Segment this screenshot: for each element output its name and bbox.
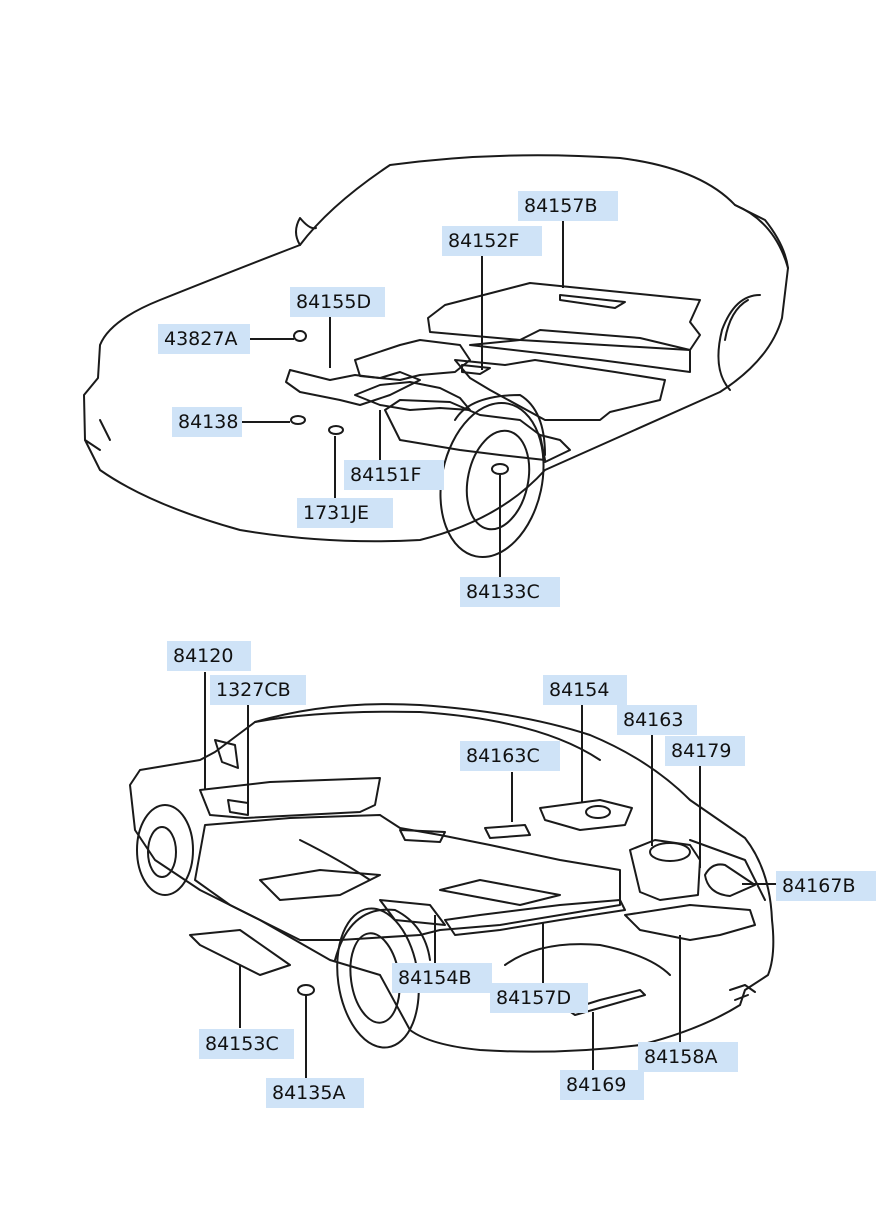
part-label-84169: 84169 (560, 1070, 644, 1100)
part-label-84151F: 84151F (344, 460, 444, 490)
top-front-wheel (439, 394, 546, 559)
part-label-84138: 84138 (172, 407, 242, 437)
part-label-84163: 84163 (617, 705, 697, 735)
top-carpets (285, 282, 701, 463)
bottom-front-wheel (136, 804, 194, 896)
part-label-84179: 84179 (665, 736, 745, 766)
part-label-84154: 84154 (543, 675, 627, 705)
part-label-84153C: 84153C (199, 1029, 294, 1059)
part-label-1327CB: 1327CB (210, 675, 306, 705)
top-car-outline (83, 154, 789, 543)
part-label-84157B: 84157B (518, 191, 618, 221)
part-label-84155D: 84155D (290, 287, 385, 317)
top-small-parts (290, 330, 509, 475)
bottom-trunk-parts (214, 739, 756, 996)
part-label-84120: 84120 (167, 641, 251, 671)
part-label-84133C: 84133C (460, 577, 560, 607)
part-label-43827A: 43827A (158, 324, 250, 354)
bottom-car-outline (129, 703, 775, 1053)
part-label-84152F: 84152F (442, 226, 542, 256)
top-leader-lines (240, 221, 564, 578)
bottom-carpets (189, 777, 756, 1016)
bottom-leader-lines (204, 672, 776, 1078)
part-label-84157D: 84157D (490, 983, 588, 1013)
part-label-84167B: 84167B (776, 871, 876, 901)
part-label-1731JE: 1731JE (297, 498, 393, 528)
part-label-84158A: 84158A (638, 1042, 738, 1072)
part-label-84154B: 84154B (392, 963, 492, 993)
part-label-84163C: 84163C (460, 741, 560, 771)
part-label-84135A: 84135A (266, 1078, 364, 1108)
